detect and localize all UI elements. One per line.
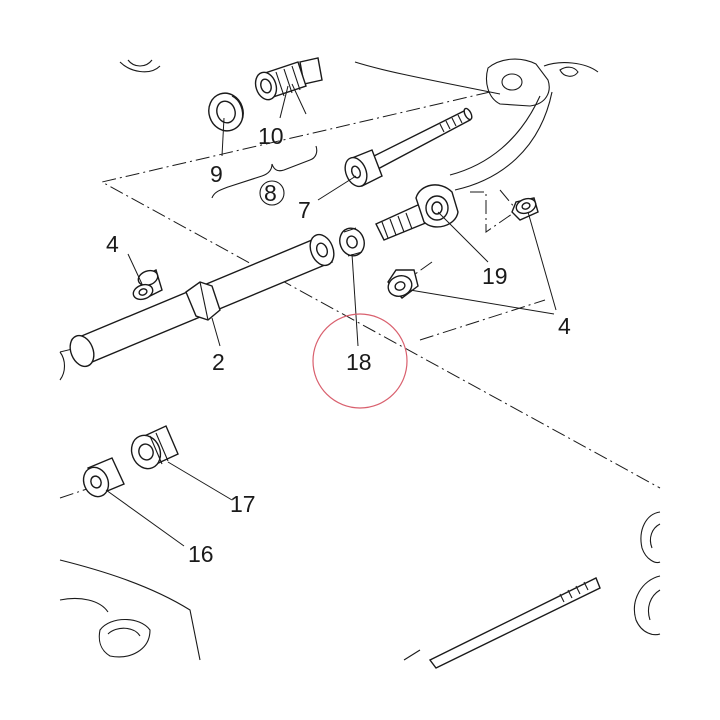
- callout-8: 8: [264, 180, 277, 206]
- part-19-joint: [375, 184, 459, 241]
- right-edge-objects: [634, 511, 661, 636]
- callout-4-right: 4: [558, 313, 571, 339]
- part-4-bushing-right-top: [511, 197, 539, 221]
- part-17-bushing: [130, 425, 179, 470]
- part-16-bushing: [82, 457, 125, 498]
- part-18-nut: [339, 227, 365, 257]
- part-9-washer: [208, 92, 244, 132]
- housing-top-right: [119, 58, 599, 191]
- callout-7: 7: [298, 197, 311, 223]
- callout-9: 9: [210, 161, 223, 187]
- callout-2: 2: [212, 349, 225, 375]
- leader-lines: [105, 83, 557, 547]
- part-2-shaft: [69, 233, 335, 368]
- housing-bottom: [59, 559, 421, 661]
- left-edge-object: [59, 351, 66, 381]
- callout-19: 19: [482, 263, 508, 289]
- part-4-bushing-left: [132, 269, 163, 301]
- highlight-circle: [312, 313, 408, 409]
- callout-4-left: 4: [106, 231, 119, 257]
- callout-labels: 10 9 8 7 19 4 4 2 18 17 16: [106, 123, 571, 567]
- part-10-bushing: [254, 57, 323, 101]
- part-7-bolt: [344, 107, 473, 188]
- lower-rod: [428, 577, 601, 669]
- callout-18: 18: [346, 349, 372, 375]
- part-4-bushing-right-mid: [387, 269, 419, 299]
- callout-17: 17: [230, 491, 256, 517]
- callout-10: 10: [258, 123, 284, 149]
- callout-16: 16: [188, 541, 214, 567]
- bracket-8: [211, 145, 318, 206]
